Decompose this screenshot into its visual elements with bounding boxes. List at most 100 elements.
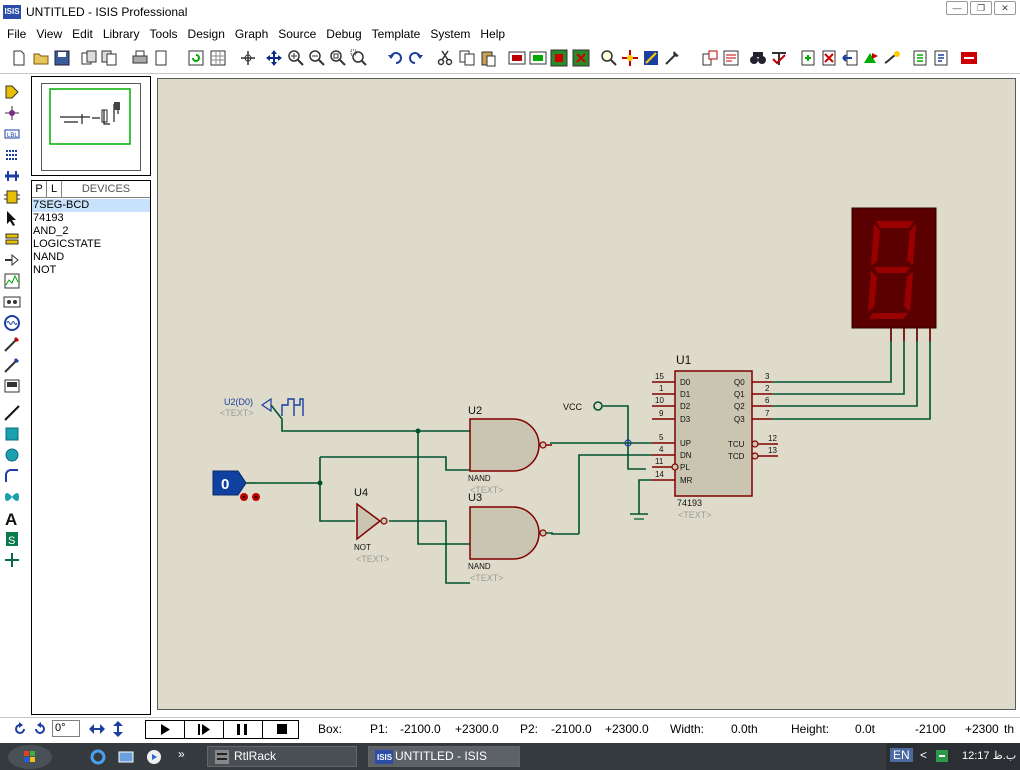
start-button[interactable] (0, 743, 70, 770)
device-pins-icon[interactable] (3, 251, 21, 269)
exit-to-parent-icon[interactable] (841, 49, 859, 67)
current-probe-icon[interactable] (3, 356, 21, 374)
language-indicator[interactable]: EN (890, 748, 913, 762)
minimize-button[interactable]: — (946, 1, 968, 15)
menu-system[interactable]: System (430, 27, 471, 41)
block-delete-icon[interactable] (572, 49, 590, 67)
menu-library[interactable]: Library (102, 27, 140, 41)
rotate-anticlockwise-icon[interactable] (32, 721, 48, 737)
component-mode-icon[interactable] (3, 83, 21, 101)
menu-source[interactable]: Source (278, 27, 317, 41)
menu-tools[interactable]: Tools (149, 27, 178, 41)
tray-expand-arrow[interactable]: < (920, 748, 928, 762)
menu-debug[interactable]: Debug (326, 27, 362, 41)
path-tool-icon[interactable] (3, 488, 21, 506)
menu-file[interactable]: File (7, 27, 27, 41)
set-area-icon[interactable] (152, 49, 170, 67)
overview-panel[interactable] (31, 76, 151, 176)
selection-arrow-icon[interactable] (3, 209, 21, 227)
undo-icon[interactable] (386, 49, 404, 67)
line-tool-icon[interactable] (3, 404, 21, 422)
origin-icon[interactable] (239, 49, 257, 67)
redraw-icon[interactable] (187, 49, 205, 67)
symbol-tool-icon[interactable]: S (3, 530, 21, 548)
seven-segment-display[interactable]: 8 (851, 207, 937, 341)
quicklaunch-chevron[interactable]: » (178, 747, 185, 761)
text-tool-icon[interactable]: A (3, 509, 21, 527)
zoom-area-icon[interactable] (350, 49, 368, 67)
pick-device-icon[interactable] (600, 49, 618, 67)
make-device-icon[interactable] (621, 49, 639, 67)
device-item-7seg-bcd[interactable]: 7SEG-BCD (32, 199, 150, 212)
arc-tool-icon[interactable] (3, 467, 21, 485)
terminals-mode-icon[interactable] (3, 230, 21, 248)
marker-tool-icon[interactable] (3, 551, 21, 569)
pick-from-library-button[interactable]: P (32, 181, 47, 197)
open-folder-icon[interactable] (32, 49, 50, 67)
pause-button[interactable] (224, 721, 263, 738)
grid-toggle-icon[interactable] (209, 49, 227, 67)
media-player-icon[interactable] (146, 749, 162, 765)
nand-gate-u2[interactable]: U2 NAND <TEXT> (468, 405, 552, 495)
zoom-in-icon[interactable] (287, 49, 305, 67)
generator-icon[interactable] (3, 314, 21, 332)
nand-gate-u3[interactable]: U3 NAND <TEXT> (468, 492, 579, 583)
goto-sheet-icon[interactable] (862, 49, 880, 67)
mirror-horizontal-icon[interactable] (88, 721, 106, 737)
taskbar-item-isis[interactable]: ISIS UNTITLED - ISIS Prof... (368, 746, 520, 770)
remove-sheet-icon[interactable] (820, 49, 838, 67)
copy-icon[interactable] (458, 49, 476, 67)
show-desktop-icon[interactable] (118, 749, 134, 765)
wire-autorouter-icon[interactable] (701, 49, 719, 67)
device-item-logicstate[interactable]: LOGICSTATE (33, 238, 102, 250)
stop-button[interactable] (263, 721, 301, 738)
property-assignment-icon[interactable] (722, 49, 740, 67)
text-script-icon[interactable] (3, 146, 21, 164)
menu-design[interactable]: Design (187, 27, 225, 41)
menu-graph[interactable]: Graph (234, 27, 269, 41)
library-manager-button[interactable]: L (47, 181, 62, 197)
netlist-to-ares-icon[interactable] (960, 49, 978, 67)
subcircuit-icon[interactable] (3, 188, 21, 206)
maximize-button[interactable]: ❐ (970, 1, 992, 15)
bill-of-materials-icon[interactable] (911, 49, 929, 67)
electrical-rules-icon[interactable] (770, 49, 788, 67)
netlist-icon[interactable] (932, 49, 950, 67)
not-gate-u4[interactable]: U4 NOT <TEXT> (354, 487, 390, 564)
play-button[interactable] (146, 721, 185, 738)
tape-recorder-icon[interactable] (3, 293, 21, 311)
decompose-icon[interactable] (663, 49, 681, 67)
counter-ic-u1[interactable]: U1 15 1 10 9 (652, 353, 778, 520)
menu-edit[interactable]: Edit (72, 27, 93, 41)
block-rotate-icon[interactable] (550, 49, 568, 67)
cut-icon[interactable] (436, 49, 454, 67)
internet-explorer-icon[interactable] (90, 749, 106, 765)
step-button[interactable] (185, 721, 224, 738)
zoom-all-icon[interactable] (329, 49, 347, 67)
new-sheet-icon[interactable] (799, 49, 817, 67)
device-item-74193[interactable]: 74193 (33, 212, 64, 224)
wire-label-icon[interactable]: LBL (3, 125, 21, 143)
clock-generator[interactable]: U2(D0) <TEXT> (220, 397, 304, 418)
virtual-instruments-icon[interactable] (3, 377, 21, 395)
bus-icon[interactable] (3, 167, 21, 185)
network-icon[interactable] (934, 748, 950, 764)
rotation-angle-input[interactable]: 0° (52, 720, 80, 737)
redo-icon[interactable] (407, 49, 425, 67)
rotate-clockwise-icon[interactable] (12, 721, 28, 737)
voltage-probe-icon[interactable] (3, 335, 21, 353)
graph-mode-icon[interactable] (3, 272, 21, 290)
mirror-vertical-icon[interactable] (110, 721, 126, 737)
junction-dot-icon[interactable] (3, 104, 21, 122)
ground-terminal[interactable] (630, 513, 648, 520)
new-file-icon[interactable] (10, 49, 28, 67)
vcc-terminal[interactable]: VCC (563, 401, 603, 412)
menu-help[interactable]: Help (480, 27, 506, 41)
device-item-and-2[interactable]: AND_2 (33, 225, 69, 237)
device-item-nand[interactable]: NAND (33, 251, 65, 263)
packaging-tool-icon[interactable] (642, 49, 660, 67)
zoom-out-icon[interactable] (308, 49, 326, 67)
search-tag-icon[interactable] (749, 49, 767, 67)
clock[interactable]: 12:17 ب.ظ (962, 750, 1017, 762)
zoom-to-child-icon[interactable] (883, 49, 901, 67)
